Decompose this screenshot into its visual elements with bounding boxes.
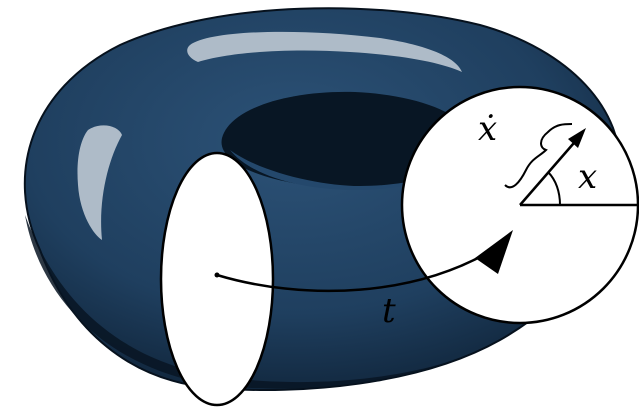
right-section xyxy=(400,85,639,325)
torus-highlight-top xyxy=(187,31,463,72)
left-section-ellipse xyxy=(159,151,275,407)
angle-ray-arrowhead xyxy=(568,128,586,148)
label-t: t xyxy=(382,291,396,331)
angle-ray xyxy=(519,135,581,206)
angle-arc xyxy=(547,171,561,206)
label-x-dot: ẋ xyxy=(478,109,497,149)
torus-highlight-left xyxy=(77,125,122,240)
flow-trajectory xyxy=(216,230,513,293)
trajectory-curve xyxy=(216,240,506,293)
left-section xyxy=(159,151,275,407)
ray-brace xyxy=(504,123,573,189)
torus-hole-lip xyxy=(230,150,470,190)
label-x: x xyxy=(578,157,597,197)
trajectory-arrowhead xyxy=(475,230,513,274)
